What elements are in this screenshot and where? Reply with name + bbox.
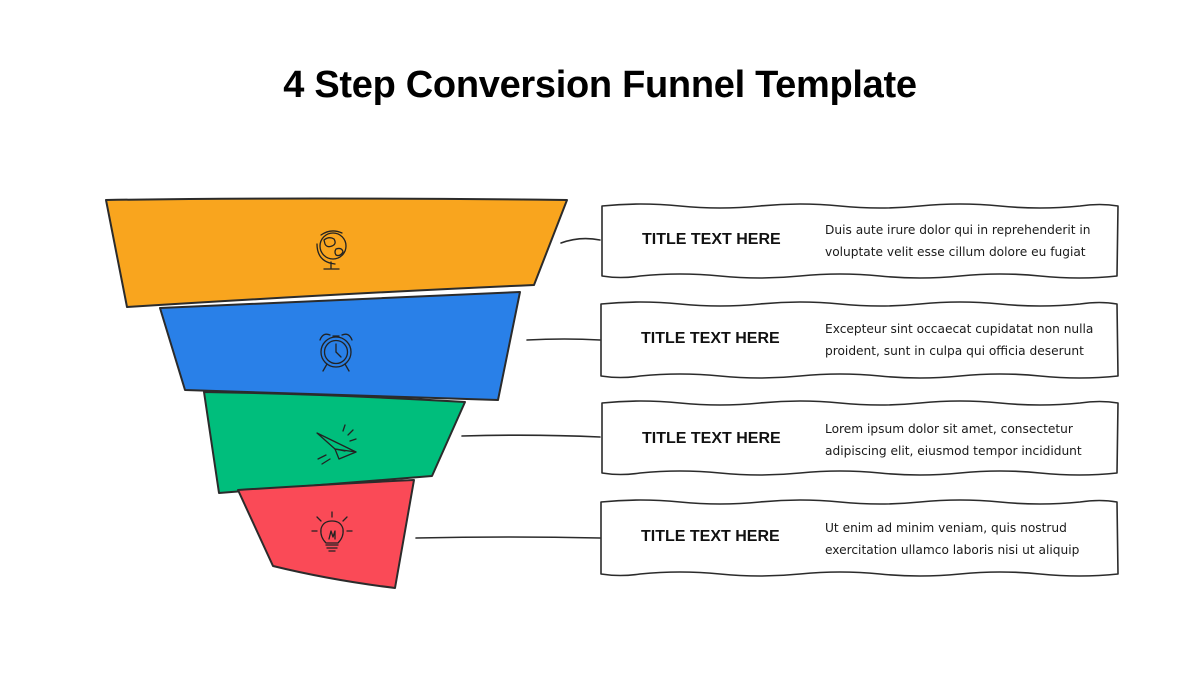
globe-icon (316, 230, 347, 270)
step-4-title: TITLE TEXT HERE (641, 528, 780, 545)
page-title: 4 Step Conversion Funnel Template (283, 64, 917, 106)
step-2-title: TITLE TEXT HERE (641, 330, 780, 347)
step-3-desc-line-2: adipiscing elit, eiusmod tempor incididu… (825, 444, 1082, 458)
step-4-desc-line-2: exercitation ullamco laboris nisi ut ali… (825, 543, 1080, 557)
paper-plane-icon (316, 424, 357, 465)
step-box-4 (600, 499, 1119, 577)
step-4-desc-line-1: Ut enim ad minim veniam, quis nostrud (825, 521, 1067, 535)
funnel-stage-4[interactable] (237, 479, 415, 589)
connector-line-1 (560, 237, 601, 244)
funnel-stage-1[interactable] (105, 197, 568, 308)
step-3-desc-line-1: Lorem ipsum dolor sit amet, consectetur (825, 422, 1073, 436)
step-box-3 (601, 400, 1119, 476)
alarm-clock-icon (319, 333, 353, 372)
step-1-title: TITLE TEXT HERE (642, 231, 781, 248)
funnel-stage-2[interactable] (159, 291, 521, 401)
funnel-stage-3[interactable] (203, 391, 466, 494)
connector-line-3 (461, 434, 601, 438)
step-2-desc-line-1: Excepteur sint occaecat cupidatat non nu… (825, 322, 1094, 336)
step-3-title: TITLE TEXT HERE (642, 430, 781, 447)
connector-line-2 (526, 338, 601, 341)
step-box-1 (601, 203, 1119, 279)
step-1-desc-line-2: voluptate velit esse cillum dolore eu fu… (825, 245, 1086, 259)
connector-line-4 (415, 536, 601, 539)
light-bulb-icon (311, 511, 353, 552)
step-1-desc-line-1: Duis aute irure dolor qui in reprehender… (825, 223, 1091, 237)
step-box-2 (600, 301, 1119, 379)
step-2-desc-line-2: proident, sunt in culpa qui officia dese… (825, 344, 1084, 358)
